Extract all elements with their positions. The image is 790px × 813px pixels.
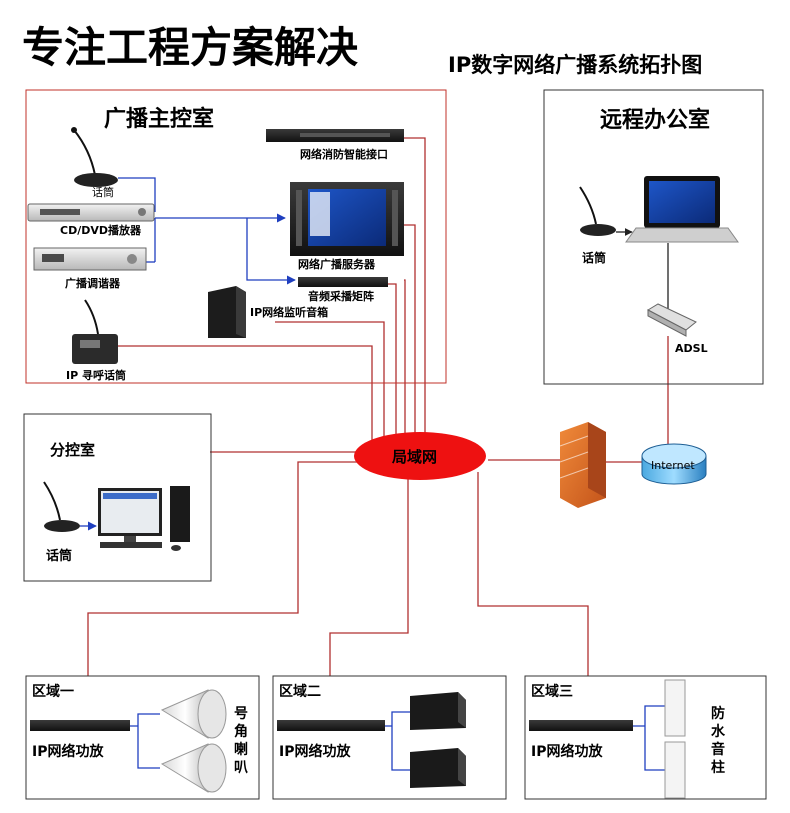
monitor-speaker-label: IP网络监听音箱: [250, 305, 328, 319]
audio-matrix-label: 音频采播矩阵: [308, 289, 374, 303]
ip-paging-mic-icon: [72, 299, 118, 364]
zone-3-amp-label: IP网络功放: [531, 743, 603, 760]
fire-interface-label: 网络消防智能接口: [300, 147, 388, 161]
monitor-speaker-icon: [208, 286, 246, 338]
broadcast-server-label: 网络广播服务器: [298, 257, 376, 271]
sub-mic-label: 话筒: [46, 548, 72, 564]
vlabel-1-text: 号角喇叭: [234, 706, 248, 776]
zone-1: 区域一 IP网络功放: [25, 675, 260, 800]
tuner-icon: [33, 247, 147, 271]
lan-label: 局域网: [391, 448, 437, 466]
remote-mic-label: 话筒: [582, 250, 606, 265]
zone-3: 区域三 IP网络功放: [524, 675, 767, 800]
main-control-room-box: [25, 89, 447, 384]
lan-cloud: [354, 432, 486, 480]
tuner-label: 广播调谐器: [65, 276, 121, 290]
zone-2-amp-label: IP网络功放: [279, 743, 351, 760]
firewall-icon: [559, 422, 606, 508]
sub-mic-icon: [43, 481, 80, 532]
ip-paging-mic-label: IP 寻呼话筒: [66, 368, 126, 382]
remote-office-box: [543, 89, 764, 385]
blue-lines: [118, 177, 296, 285]
slogan-text: 专注工程方案解决: [22, 23, 358, 72]
zone-1-title: 区域一: [32, 683, 74, 700]
horn-speaker-icon: [160, 689, 227, 793]
remote-mic-icon: [579, 186, 616, 236]
broadcast-server-icon: [290, 182, 404, 256]
adsl-modem-icon: [646, 303, 697, 337]
zone-1-amp-label: IP网络功放: [32, 743, 104, 760]
desktop-pc-icon: [98, 486, 190, 551]
internet-cloud: [641, 443, 707, 485]
zone-3-title: 区域三: [531, 683, 573, 700]
laptop-icon: [625, 176, 739, 243]
red-lines: [87, 137, 669, 676]
wall-speaker-icon: [410, 692, 466, 788]
adsl-label: ADSL: [675, 342, 708, 355]
vlabel-3-text: 防水音柱: [711, 705, 726, 776]
audio-matrix-icon: [298, 277, 388, 287]
zone-2-title: 区域二: [279, 683, 321, 700]
internet-label: Internet: [651, 459, 695, 472]
cd-dvd-player-label: CD/DVD播放器: [60, 223, 142, 237]
main-mic-label: 话筒: [92, 185, 114, 199]
sub-control-room-box: [23, 413, 212, 582]
fire-interface-icon: [266, 129, 404, 142]
cd-dvd-player-icon: [27, 203, 155, 222]
remote-office-title: 远程办公室: [600, 107, 710, 133]
column-speaker-icon: [664, 679, 686, 799]
sub-room-title: 分控室: [50, 441, 95, 459]
main-room-title: 广播主控室: [104, 106, 214, 132]
zone-1-speaker-label: 号角喇叭: [234, 706, 248, 776]
desk-mic-icon: [71, 127, 118, 187]
zone-3-speaker-label: 防水音柱: [711, 705, 726, 776]
diagram-title: IP数字网络广播系统拓扑图: [448, 53, 702, 77]
zone-2: 区域二 IP网络功放: [272, 675, 507, 800]
